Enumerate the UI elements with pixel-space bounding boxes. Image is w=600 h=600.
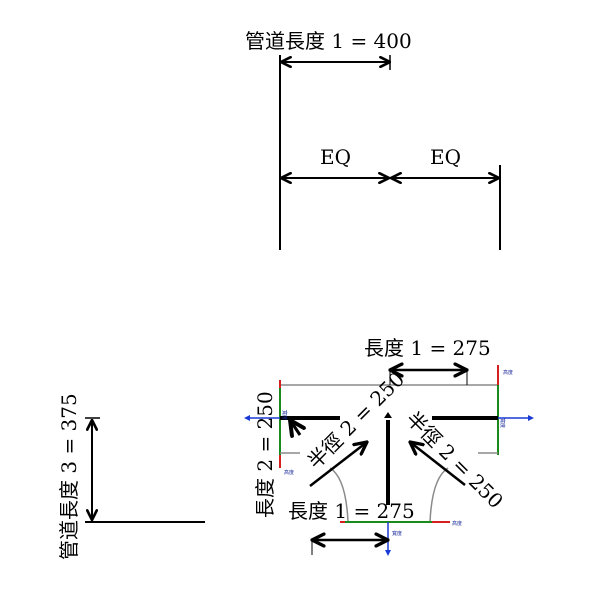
pipe-length-3-label[interactable]: 管道長度 3 = 375 xyxy=(57,393,81,560)
length-1-bottom-label[interactable]: 長度 1 = 275 xyxy=(288,499,415,523)
eq-left-label[interactable]: EQ xyxy=(320,145,351,169)
length-1-top-label[interactable]: 長度 1 = 275 xyxy=(364,336,491,360)
pipe-length-3-dimension[interactable]: 管道長度 3 = 375 xyxy=(57,393,205,560)
width-label-right: 寬度 xyxy=(499,418,506,428)
connector-left-arrow-icon[interactable] xyxy=(244,415,250,421)
eq-right-label[interactable]: EQ xyxy=(430,145,461,169)
height-label-right: 高度 xyxy=(503,369,513,376)
width-label-left: 寬度 xyxy=(281,410,288,420)
length-1-bottom-dimension[interactable]: 長度 1 = 275 xyxy=(288,499,415,555)
radius-2-right-label[interactable]: 半徑 2 = 250 xyxy=(401,407,508,514)
connector-right-arrow-icon[interactable] xyxy=(528,415,534,421)
connector-bottom-arrow-icon[interactable] xyxy=(385,550,391,556)
tee-fitting xyxy=(279,365,499,523)
pipe-length-1-label[interactable]: 管道長度 1 = 400 xyxy=(245,29,412,53)
length-2-dimension[interactable]: 長度 2 = 250 xyxy=(253,391,300,518)
width-label-bottom: 寬度 xyxy=(392,530,402,537)
length-1-top-dimension[interactable]: 長度 1 = 275 xyxy=(364,336,491,385)
radius-2-right-dimension[interactable]: 半徑 2 = 250 xyxy=(401,407,508,514)
height-label-left: 高度 xyxy=(284,469,294,476)
radius-2-left-label[interactable]: 半徑 2 = 250 xyxy=(303,367,410,474)
pipe-length-1-dimension[interactable]: 管道長度 1 = 400 xyxy=(245,29,501,250)
length-2-label[interactable]: 長度 2 = 250 xyxy=(253,391,277,518)
height-label-bottom: 高度 xyxy=(452,520,462,527)
eq-dimension[interactable]: EQ EQ xyxy=(281,145,499,178)
